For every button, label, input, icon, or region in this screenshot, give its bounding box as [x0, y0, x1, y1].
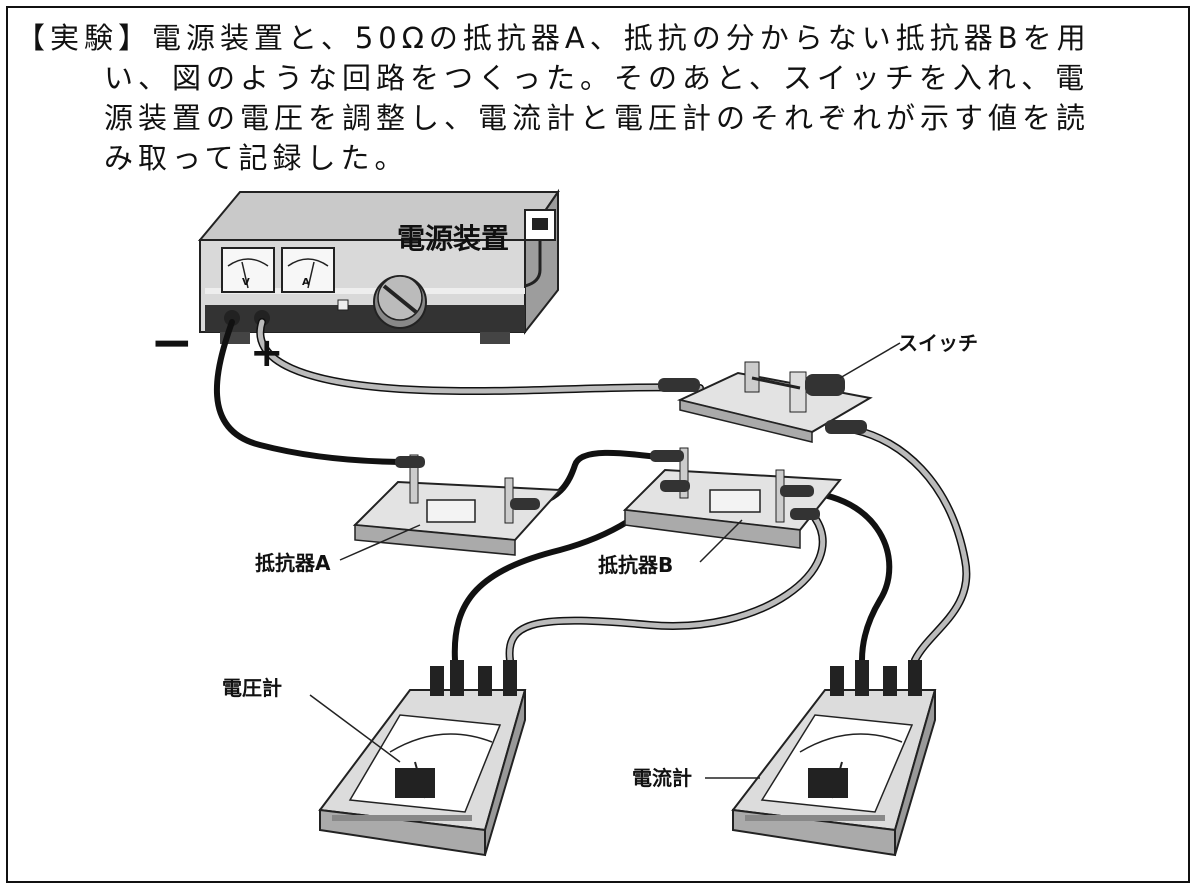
resistor-b-leader [699, 519, 743, 563]
problem-line-4: み取って記録した。 [104, 141, 409, 175]
power-supply-title: 電源装置 [397, 222, 509, 255]
problem-text: 【実験】電源装置と、50Ωの抵抗器A、抵抗の分からない抵抗器Bを用 い、図のよう… [16, 18, 1186, 178]
svg-text:A: A [302, 277, 310, 288]
circuit-wires [213, 318, 971, 664]
resistor-a-leader [339, 524, 421, 561]
supply-voltmeter-dial: V [221, 247, 275, 293]
supply-ammeter-dial: A [281, 247, 335, 293]
power-supply: V A 電源装置 [197, 188, 560, 344]
plus-sign: + [250, 330, 284, 376]
wall-outlet [524, 209, 556, 288]
svg-text:V: V [242, 277, 250, 288]
resistor-b-label: 抵抗器B [598, 553, 673, 577]
minus-sign: − [150, 313, 194, 373]
resistor-a-label: 抵抗器A [255, 551, 331, 575]
voltmeter [318, 660, 527, 857]
switch-label: スイッチ [898, 331, 978, 355]
resistor-b [622, 447, 842, 549]
problem-line-3: 源装置の電圧を調整し、電流計と電圧計のそれぞれが示す値を読 [104, 101, 1091, 135]
voltage-knob [373, 275, 427, 329]
voltmeter-leader [309, 694, 401, 763]
switch-leader [839, 342, 901, 379]
voltmeter-label: 電圧計 [222, 676, 282, 700]
ammeter [731, 660, 937, 857]
minus-terminal [224, 310, 240, 326]
problem-line-1: 【実験】電源装置と、50Ωの抵抗器A、抵抗の分からない抵抗器Bを用 [16, 21, 1091, 55]
switch [658, 361, 873, 443]
resistor-a [352, 454, 563, 556]
problem-frame [6, 6, 1190, 883]
problem-line-2: い、図のような回路をつくった。そのあと、スイッチを入れ、電 [104, 61, 1090, 95]
ammeter-label: 電流計 [632, 766, 692, 790]
